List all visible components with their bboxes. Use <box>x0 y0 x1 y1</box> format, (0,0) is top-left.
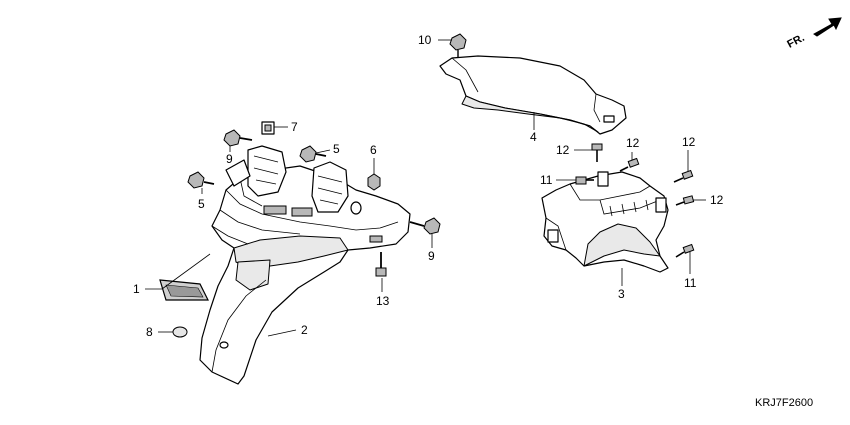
front-arrow-icon <box>813 17 842 37</box>
callout-10: 10 <box>418 33 432 47</box>
callout-12-middle: 12 <box>626 136 640 150</box>
callout-8: 8 <box>146 325 153 339</box>
callout-11-bottom: 11 <box>684 276 697 290</box>
part-11-screw-left <box>575 176 594 185</box>
part-6-nut <box>367 173 381 191</box>
part-12-screw-left <box>619 157 640 172</box>
part-2-rear-fender <box>199 145 411 385</box>
part-3-inner-fender-lower <box>541 171 669 273</box>
callout-5-right: 5 <box>333 142 340 156</box>
part-12-screw-right <box>675 195 695 206</box>
callout-13: 13 <box>376 294 390 308</box>
callout-11-left: 11 <box>540 173 553 187</box>
callout-7: 7 <box>291 120 298 134</box>
callout-5-left: 5 <box>198 197 205 211</box>
callout-9-right: 9 <box>428 249 435 263</box>
callout-3: 3 <box>618 287 625 301</box>
callout-12-right: 12 <box>710 193 724 207</box>
part-10-bolt <box>449 33 467 58</box>
catalog-code: KRJ7F2600 <box>755 397 813 409</box>
callout-1: 1 <box>133 282 140 296</box>
front-direction-indicator: FR. <box>785 17 842 51</box>
callout-12-left: 12 <box>556 143 570 157</box>
callout-labels: 1 2 3 4 5 5 6 7 8 9 9 10 11 11 12 12 12 … <box>133 33 724 339</box>
callout-4: 4 <box>530 130 537 144</box>
part-5-bolt-left <box>187 171 215 189</box>
front-direction-label: FR. <box>785 32 806 51</box>
part-7-clip <box>261 121 275 135</box>
part-4-inner-fender-upper <box>439 55 627 135</box>
part-12-screw-top <box>591 143 603 162</box>
leader-lines <box>145 39 706 337</box>
part-11-screw-bottom <box>675 243 695 258</box>
part-1-reflector <box>159 279 209 301</box>
part-12-screw-right-top <box>673 169 694 183</box>
part-5-bolt-right <box>299 145 327 163</box>
callout-6: 6 <box>370 143 377 157</box>
callout-2: 2 <box>301 323 308 337</box>
part-9-bolt-right <box>409 217 441 235</box>
callout-12-top-right: 12 <box>682 135 696 149</box>
part-8-clip <box>172 326 188 338</box>
part-9-bolt-upper <box>223 129 253 147</box>
part-13-screw <box>375 252 387 277</box>
callout-9-upper: 9 <box>226 152 233 166</box>
